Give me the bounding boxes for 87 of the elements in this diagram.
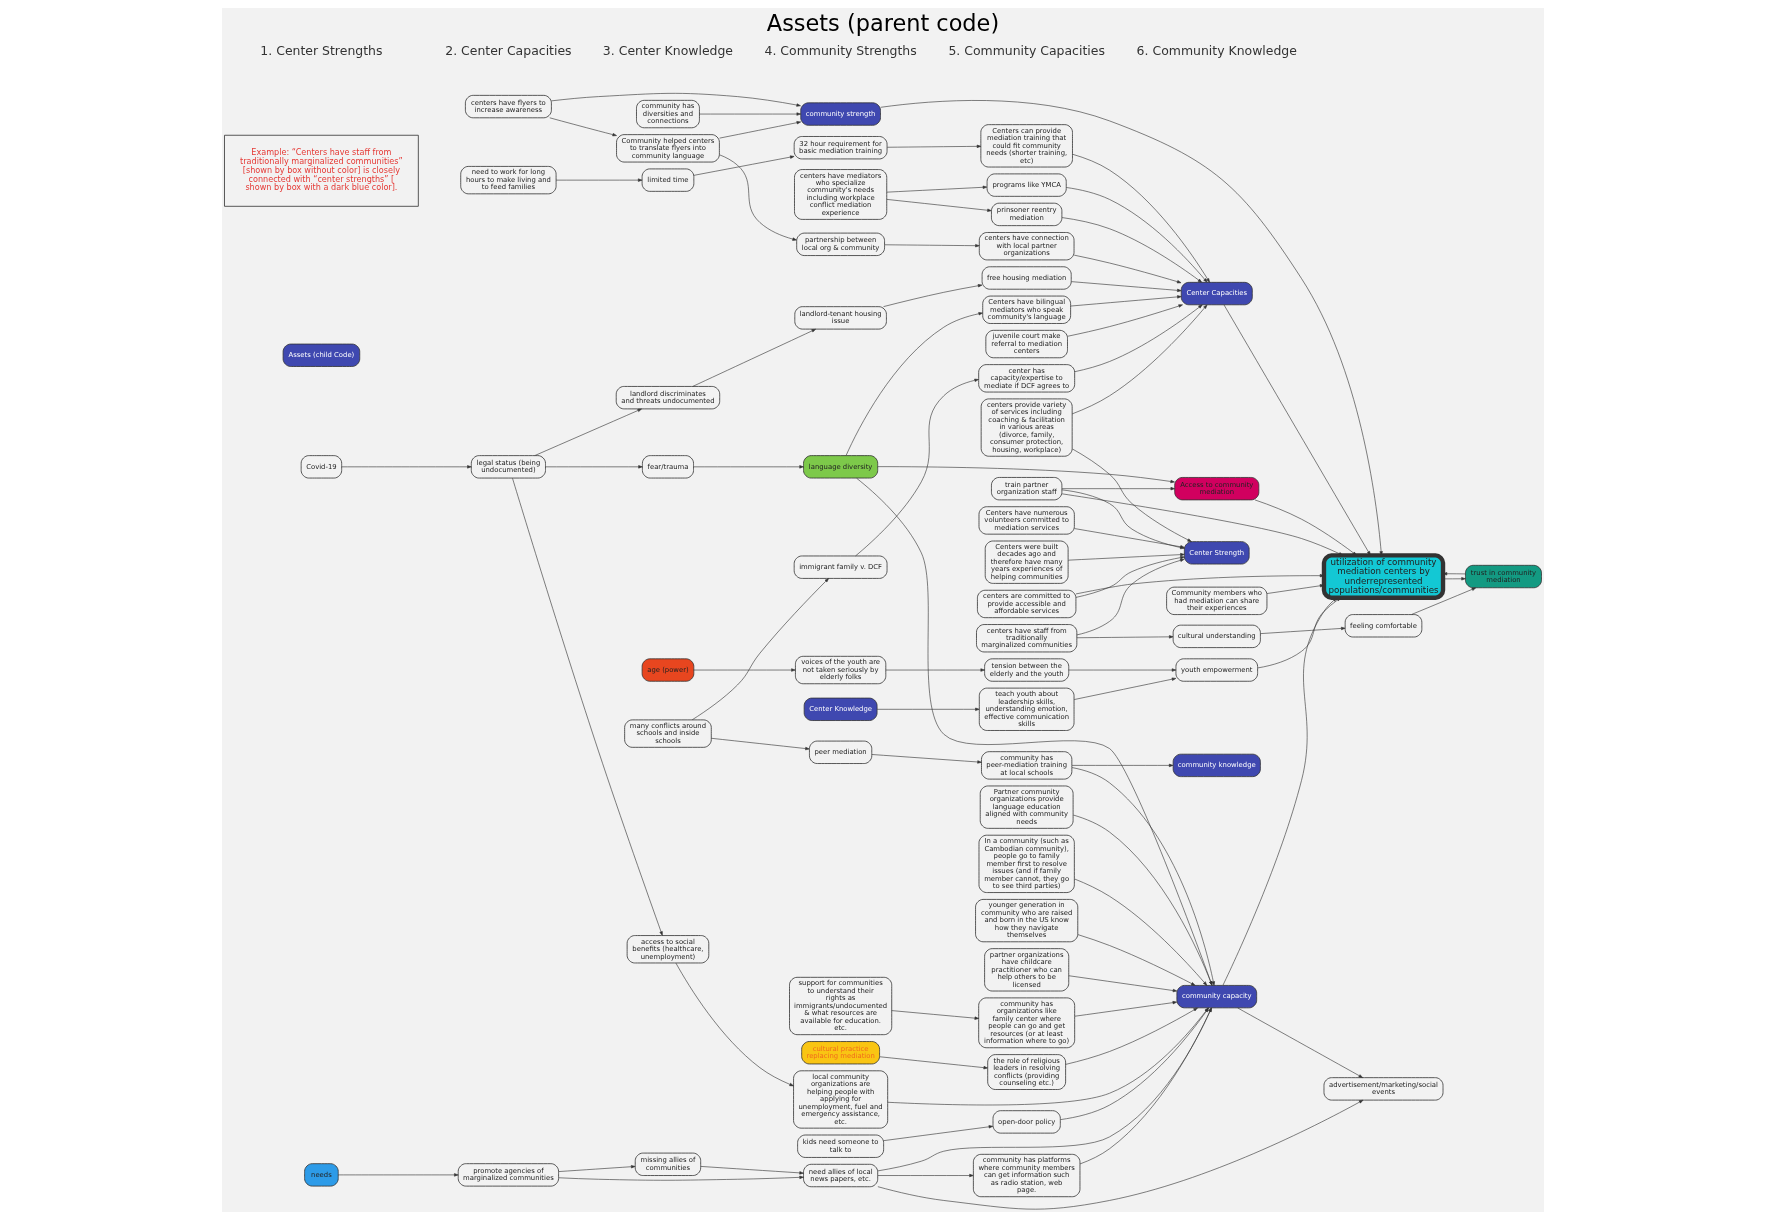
arrow [1254,499,1357,556]
arrow [1266,584,1324,594]
arrow [555,178,642,182]
arrow [1256,597,1341,669]
arrow [1069,295,1182,307]
arrow [885,668,985,672]
arrow [675,962,794,1087]
arrow [1072,814,1212,986]
arrow [1061,493,1343,556]
arrow [1068,668,1176,672]
arrow [550,93,801,107]
arrow [1073,1001,1177,1017]
arrow [557,1175,804,1181]
arrow [1073,878,1207,986]
label: 3. Center Knowledge [602,42,733,58]
arrow [340,465,472,469]
arrow [1067,553,1185,561]
arrow [1410,587,1476,615]
arrow [1077,934,1195,986]
arrow [557,1165,635,1172]
arrow [1073,677,1176,700]
arrow [1075,574,1324,595]
label: 4. Community Strengths [764,42,917,58]
arrow [878,1056,988,1070]
arrow [1071,767,1215,986]
arrow [886,185,987,193]
arrow [1068,975,1177,993]
arrow [548,117,617,137]
arrow [876,707,980,711]
arrow [879,100,1383,556]
arrow [700,1166,804,1175]
arrow [511,477,663,936]
arrow [693,155,794,176]
arrow [1073,304,1203,372]
arrow [883,244,980,248]
label: 1. Center Strengths [259,42,382,58]
arrow [845,312,983,456]
arrow [718,154,797,241]
arrow [1071,304,1207,415]
arrow [1075,556,1185,598]
label: 6. Community Knowledge [1136,42,1297,58]
arrow [876,1007,1212,1172]
arrow [1442,572,1466,576]
node-box: Example: “Centers have staff from traditionally marginalized communities” [shown by box without color] is closely connected with “center strengths” [ shown by box with a dark blue color]. [223,134,419,207]
arrow [1070,281,1181,292]
diagram-title: Assets (parent code) [766,10,999,37]
arrow [1073,254,1181,284]
arrow [877,1099,1363,1210]
arrow [693,668,796,672]
arrow [876,466,1175,484]
arrow [698,112,801,116]
arrow [337,1173,458,1177]
arrow [1076,635,1173,639]
arrow [1061,487,1175,491]
arrow [534,408,642,456]
arrow [1079,1007,1212,1165]
arrow [1065,187,1207,283]
arrow [1222,597,1337,986]
arrow [890,1010,979,1020]
label: 2. Center Capacities [444,42,572,58]
arrow [882,1125,993,1141]
arrow [691,328,816,387]
arrow [544,465,643,469]
arrow [1061,217,1202,283]
arrow [1223,304,1371,556]
arrow [886,144,981,148]
arrow [1064,1007,1198,1065]
arrow [1076,558,1184,636]
arrow [854,378,979,557]
arrow [1442,577,1466,581]
arrow [691,578,829,721]
arrow [1071,153,1210,283]
arrow [886,199,992,212]
arrow [882,284,982,307]
arrow [1071,448,1192,542]
arrow [1071,763,1173,767]
arrow [692,465,804,469]
arrow [1259,626,1345,634]
arrow [1066,304,1183,337]
arrow [710,738,810,751]
arrow [718,121,801,139]
label: 5. Community Capacities [947,42,1105,58]
arrow [871,754,982,764]
arrow [1059,1007,1209,1120]
arrow [887,1007,1209,1106]
arrow [1236,1007,1363,1078]
arrow [876,1173,974,1178]
